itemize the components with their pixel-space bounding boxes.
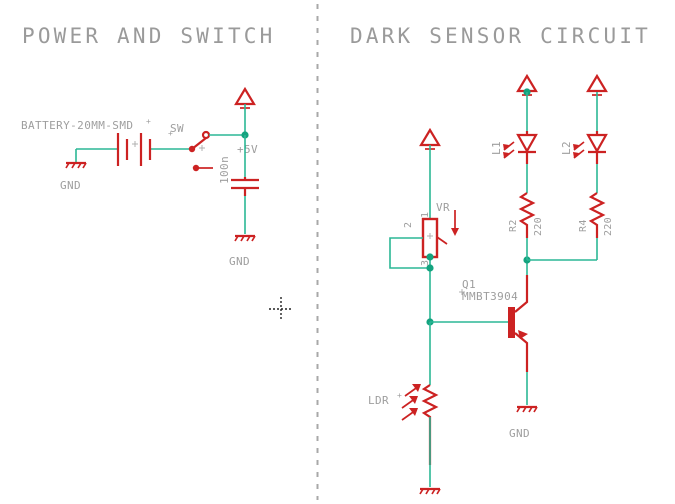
switch-lever [191, 137, 207, 150]
switch-label: SW [170, 122, 184, 135]
gnd-hatch-1 [65, 162, 87, 169]
led2-ray-2-head [573, 152, 579, 158]
resistor-r2-symbol[interactable] [518, 192, 536, 238]
led1-ray-2-head [503, 152, 509, 158]
led2-ray-2 [573, 149, 585, 159]
capacitor-value-label: 100n [218, 156, 231, 184]
gnd-hatch-4 [419, 488, 441, 495]
supply-arrow-head-l2 [586, 73, 608, 93]
capacitor-symbol[interactable] [231, 177, 259, 196]
junction-vr-pin3 [426, 253, 434, 261]
ldr-symbol[interactable] [401, 384, 439, 465]
battery-wiring [75, 148, 195, 162]
transistor-collector-lead [514, 275, 529, 313]
transistor-emitter-lead [514, 332, 529, 372]
trimmer-wiper-arrow [451, 228, 459, 236]
battery-label: BATTERY-20MM-SMD [21, 119, 133, 132]
ldr-plus-marker: + [397, 391, 402, 400]
switch-origin-plus [199, 145, 205, 151]
trimmer-pin-2-label: 2 [403, 222, 414, 228]
ldr-ray-1-head [412, 384, 421, 392]
trimmer-pin-1-label: 1 [420, 212, 431, 218]
ground-symbol-emitter[interactable] [516, 405, 538, 413]
transistor-origin-plus [459, 289, 465, 295]
supply-symbol-5v[interactable] [234, 86, 256, 135]
ldr-ray-3-head [409, 408, 418, 416]
resistor-r4-symbol[interactable] [588, 192, 606, 238]
switch-nc-contact [192, 164, 200, 172]
led1-ray-2 [503, 149, 515, 159]
supply-symbol-vr[interactable] [419, 127, 441, 219]
transistor-ref-label: Q1 [462, 278, 476, 291]
led1-ray-1-head [503, 144, 509, 150]
transistor-value-label: MMBT3904 [462, 290, 518, 303]
led-1-label: L1 [490, 141, 503, 155]
ground-symbol-cap[interactable] [234, 234, 256, 242]
transistor-base-bar [508, 307, 515, 338]
resistor-r4-ref-label: R4 [578, 219, 589, 232]
trimmer-pin2-wiring [389, 237, 430, 269]
junction-vr-divider [426, 264, 434, 272]
ldr-label: LDR [368, 394, 389, 407]
trimmer-label: VR [436, 201, 450, 214]
ground-label-cap: GND [229, 255, 250, 268]
switch-plus-marker: + [168, 129, 173, 138]
r4-zigzag [588, 192, 606, 238]
transistor-symbol[interactable] [508, 275, 529, 372]
trimmer-pin2-tick [436, 236, 448, 245]
crosshair-cursor [269, 297, 293, 321]
resistor-r2-value-label: 220 [533, 217, 544, 236]
battery-plus-marker: + [146, 117, 151, 126]
supply-net-label: +5V [237, 143, 258, 156]
transistor-emitter-arrow [518, 330, 528, 339]
led2-ray-1 [573, 141, 585, 151]
battery-symbol[interactable] [116, 133, 152, 166]
wire-pin2-loop [389, 237, 430, 269]
ground-symbol-battery[interactable] [65, 161, 87, 169]
resistor-r4-value-label: 220 [603, 217, 614, 236]
ground-symbol-ldr[interactable] [419, 487, 441, 495]
r2-zigzag [518, 192, 536, 238]
left-sheet-title: POWER AND SWITCH [22, 24, 276, 48]
led1-ray-1 [503, 141, 515, 151]
right-sheet-title: DARK SENSOR CIRCUIT [350, 24, 651, 48]
ground-label-emitter: GND [509, 427, 530, 440]
led-1-symbol[interactable] [503, 131, 538, 164]
ldr-zigzag [421, 384, 439, 465]
led-2-symbol[interactable] [573, 131, 608, 164]
gnd-hatch-3 [516, 406, 538, 413]
led2-ray-1-head [573, 144, 579, 150]
trimmer-pin-3-label: 3 [420, 260, 431, 266]
gnd-hatch-2 [234, 235, 256, 242]
led-2-label: L2 [560, 141, 573, 155]
resistor-r2-ref-label: R2 [508, 219, 519, 232]
trimmer-origin-plus [427, 233, 433, 239]
ldr-ray-2-head [409, 396, 418, 404]
ground-label-battery: GND [60, 179, 81, 192]
battery-polarity-plus [132, 141, 138, 147]
